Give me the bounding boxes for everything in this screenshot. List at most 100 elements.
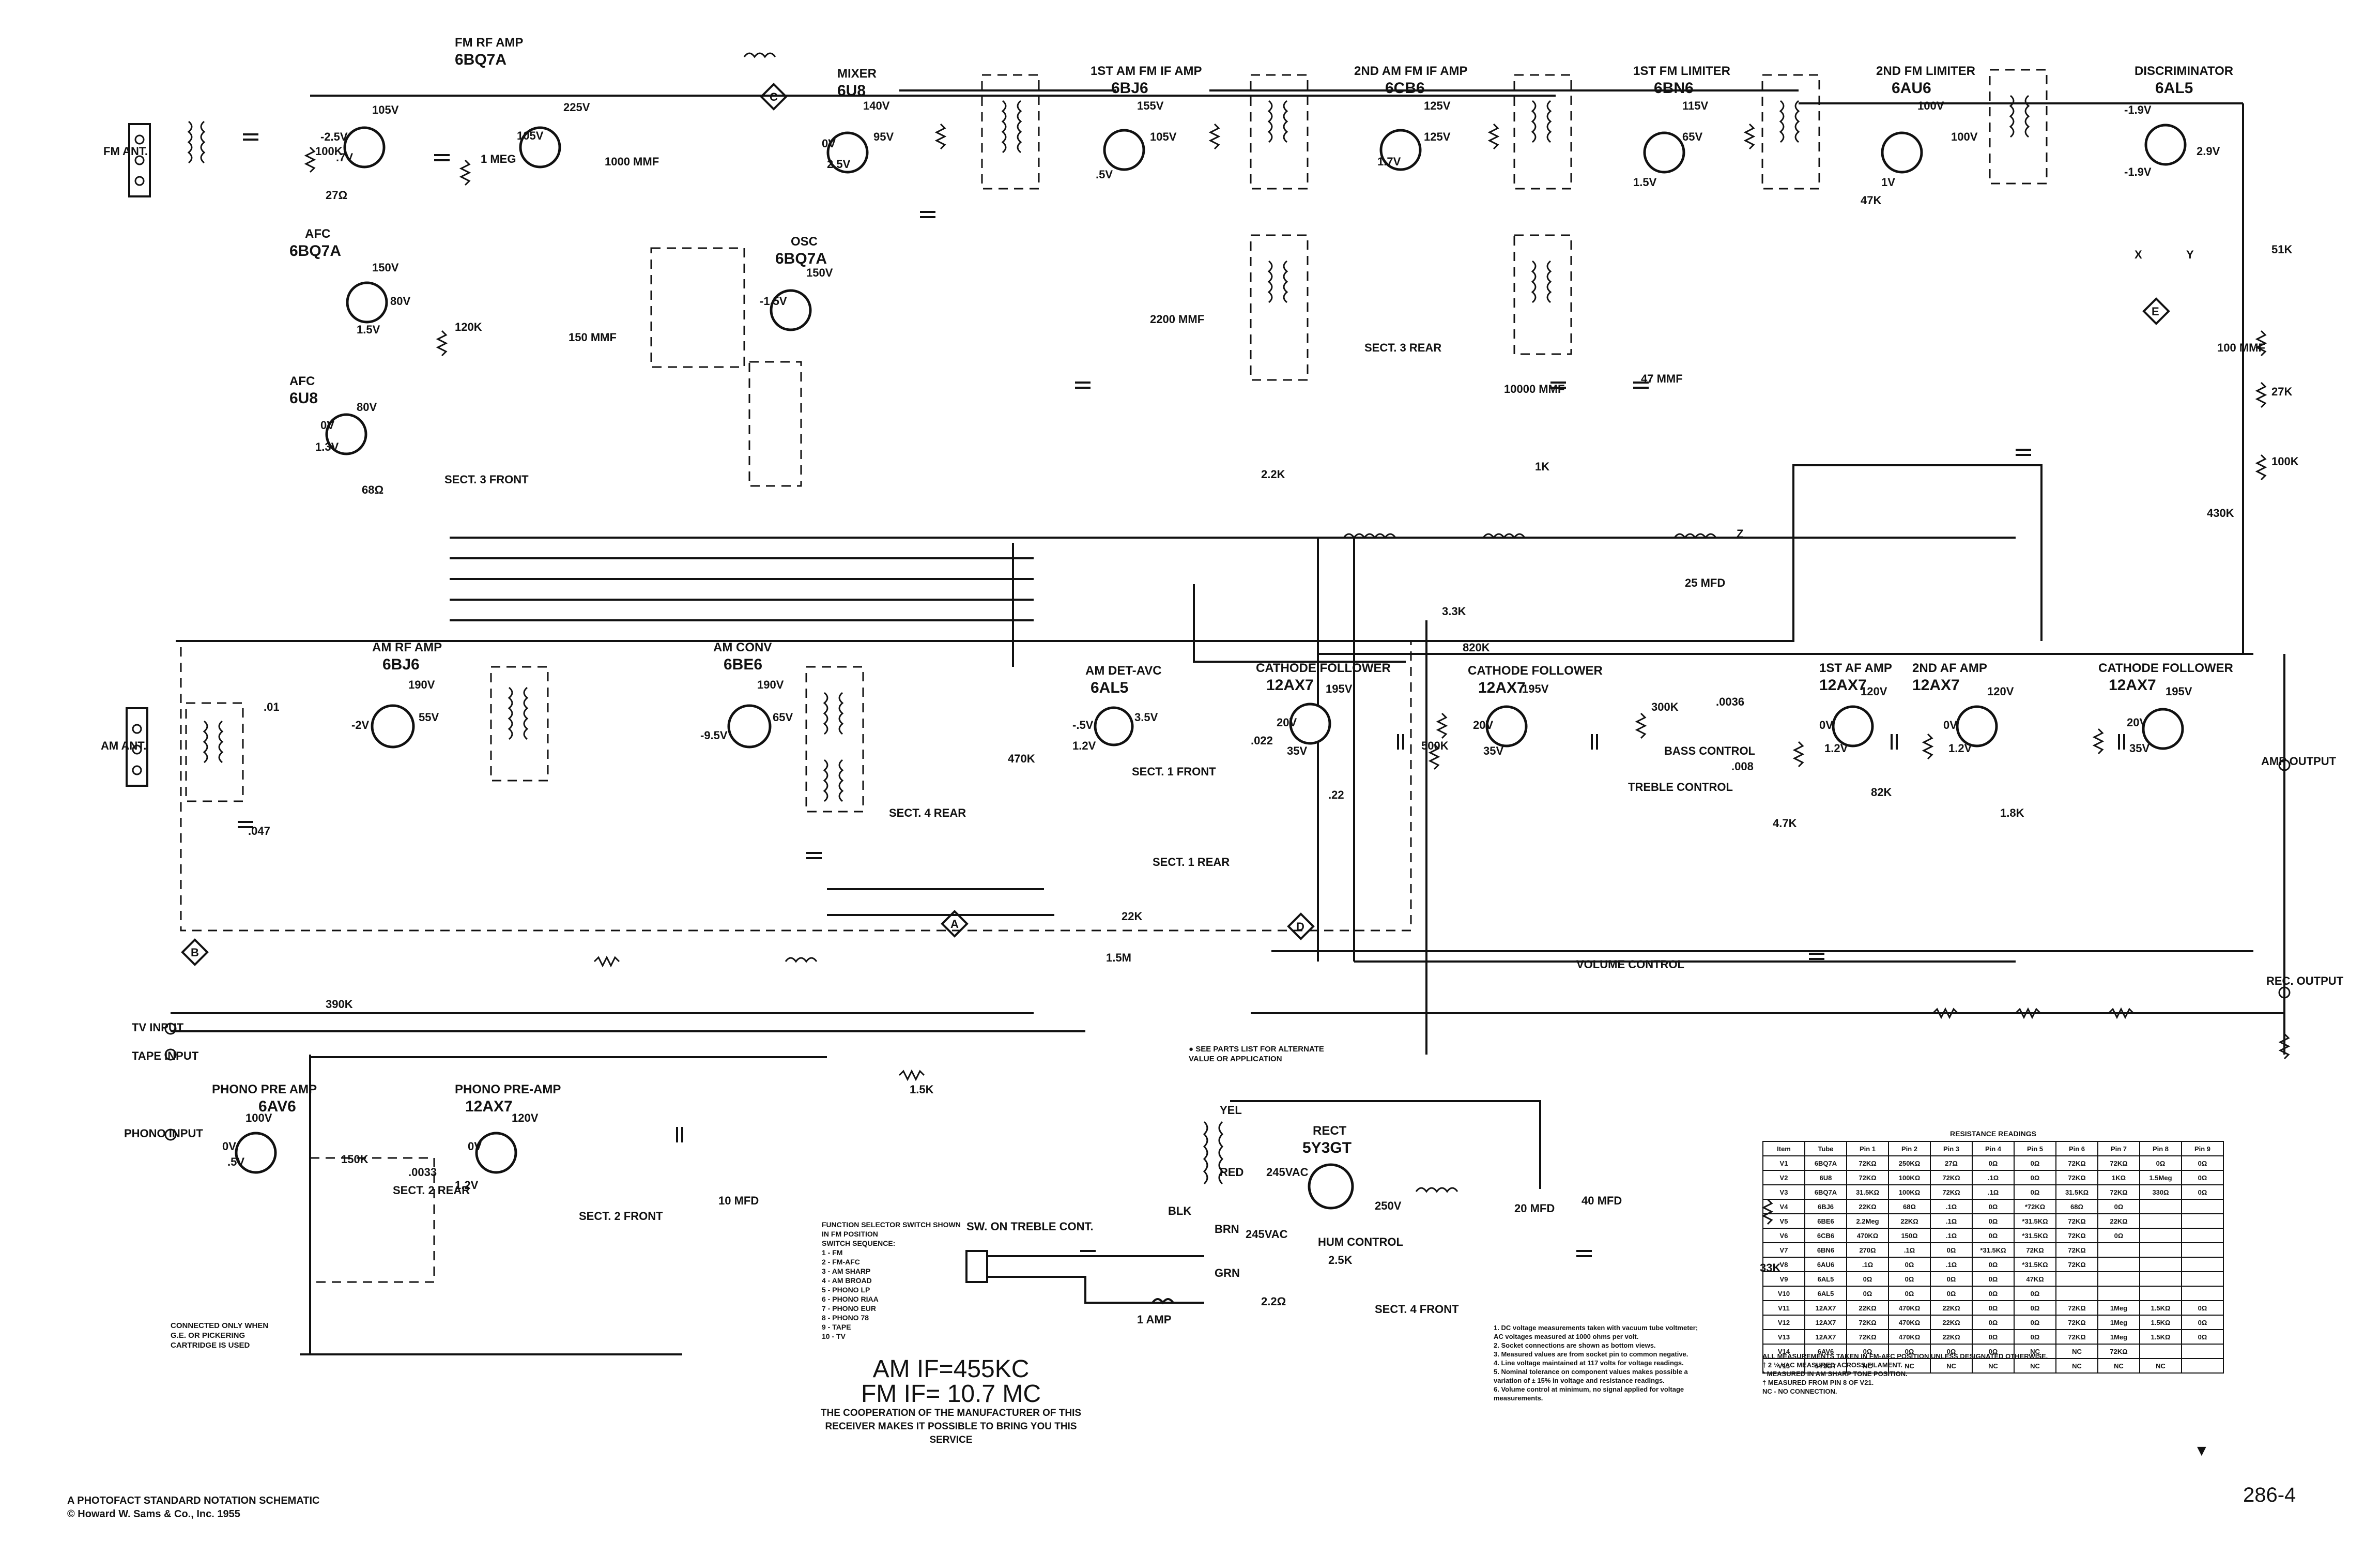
part-label: 100K [2271, 455, 2299, 468]
resistance-cell: 0Ω [1972, 1199, 2015, 1214]
resistance-header-cell: Pin 1 [1846, 1141, 1889, 1156]
part-label: 51K [2271, 243, 2292, 256]
part-label: 27K [2271, 385, 2292, 398]
phono-note-line: CONNECTED ONLY WHEN [171, 1321, 269, 1330]
volt-label: 35V [2129, 742, 2149, 755]
label-v16-func: 1ST AF AMP [1819, 661, 1892, 675]
volt-label: -2V [351, 719, 370, 731]
resistance-cell: NC [2014, 1344, 2056, 1359]
part-label: GRN [1215, 1267, 1240, 1279]
resistance-header-cell: Pin 2 [1888, 1141, 1931, 1156]
resistance-cell: 0Ω [1930, 1242, 1973, 1258]
func-title-line: IN FM POSITION [822, 1230, 878, 1238]
label-v19-type: 6AV6 [258, 1098, 296, 1115]
resistance-cell: V3 [1762, 1184, 1805, 1200]
resistance-cell: .1Ω [1930, 1228, 1973, 1243]
label-v1-func: FM RF AMP [455, 36, 523, 50]
resistance-cell [2139, 1257, 2182, 1272]
part-label: 1.5M [1106, 951, 1131, 964]
resistance-cell: 470KΩ [1888, 1315, 1931, 1330]
resistance-cell: V11 [1762, 1300, 1805, 1316]
func-position: 2 - FM-AFC [822, 1258, 860, 1266]
part-label: 100 MMF [2217, 341, 2265, 354]
tube-v14 [1289, 703, 1331, 745]
tube-labels: FM RF AMP 6BQ7A MIXER 6U8 1ST AM FM IF A… [212, 36, 2233, 1156]
tube-v19 [235, 1132, 277, 1174]
resistance-cell: 0Ω [1972, 1213, 2015, 1229]
resistance-cell [2139, 1199, 2182, 1214]
label-v2-type: 6U8 [837, 82, 866, 99]
volt-label: 1.7V [1377, 155, 1401, 168]
resistance-cell [2181, 1199, 2224, 1214]
svg-text:B: B [191, 946, 199, 959]
tape-input-label: TAPE INPUT [132, 1049, 199, 1062]
resistance-cell: .1Ω [1846, 1257, 1889, 1272]
volt-label: 100V [1917, 99, 1944, 112]
resistance-cell: 0Ω [1972, 1257, 2015, 1272]
cooperation-line1: THE COOPERATION OF THE MANUFACTURER OF T… [820, 1408, 1082, 1418]
switch-s7: SECT. 2 REAR [393, 1184, 470, 1197]
tube-v4 [1379, 129, 1422, 171]
resistance-cell: 6BN6 [1804, 1242, 1847, 1258]
page-number: 286-4 [2243, 1484, 2296, 1506]
voltage-note-line: variation of ± 15% in voltage and resist… [1494, 1377, 1665, 1384]
switch-s8: SECT. 4 FRONT [1375, 1303, 1459, 1316]
part-label: 1000 MMF [605, 155, 659, 168]
switch-labels: SECT. 1 FRONT SECT. 1 REAR SECT. 3 FRONT… [393, 341, 1459, 1316]
switch-s6: SECT. 2 FRONT [579, 1210, 663, 1223]
resistance-cell: 72KΩ [2055, 1155, 2098, 1171]
voltage-note-line: 5. Nominal tolerance on component values… [1494, 1368, 1688, 1376]
resistance-cell: *31.5KΩ [2014, 1257, 2056, 1272]
volt-label: 2.9V [2197, 145, 2220, 158]
func-position: 6 - PHONO RIAA [822, 1295, 879, 1303]
resistance-cell: 250KΩ [1888, 1155, 1931, 1171]
resistance-cell [2055, 1271, 2098, 1287]
resistance-cell: 6CB6 [1804, 1228, 1847, 1243]
resistance-cell: 31.5KΩ [1846, 1184, 1889, 1200]
phono-note: CONNECTED ONLY WHEN G.E. OR PICKERING CA… [171, 1321, 268, 1350]
node-b: B [181, 938, 209, 966]
svg-text:C: C [770, 90, 778, 103]
resistance-cell: 72KΩ [2055, 1329, 2098, 1345]
func-position: 4 - AM BROAD [822, 1276, 872, 1285]
volume-control-label: VOLUME CONTROL [1576, 958, 1684, 971]
part-label: 2.5K [1328, 1254, 1353, 1267]
part-label: 2.2Ω [1261, 1295, 1286, 1308]
svg-text:D: D [1296, 920, 1304, 933]
resistance-cell: 12AX7 [1804, 1300, 1847, 1316]
volt-label: 190V [408, 678, 435, 691]
label-v12-func: AM CONV [713, 640, 772, 654]
resistance-cell: *31.5KΩ [1972, 1242, 2015, 1258]
tube-v15 [1485, 705, 1528, 748]
resistance-cell [2181, 1257, 2224, 1272]
rec-output-label: REC. OUTPUT [2266, 974, 2344, 987]
tube-v11 [371, 704, 415, 749]
func-position: 9 - TAPE [822, 1323, 851, 1331]
node-x: X [2135, 248, 2142, 261]
func-title-line: SWITCH SEQUENCE: [822, 1239, 896, 1247]
label-v10-type: 6BQ7A [775, 250, 827, 267]
shield-outlines [180, 69, 2048, 1283]
volt-label: 20V [1473, 719, 1493, 731]
tube-v10 [770, 289, 812, 331]
resistance-cell [2097, 1271, 2140, 1287]
volt-label: 125V [1424, 99, 1451, 112]
tube-envelopes [235, 124, 2187, 1210]
part-label: 820K [1463, 641, 1490, 654]
resistance-cell: V9 [1762, 1271, 1805, 1287]
volt-label: -1.5V [760, 295, 787, 308]
resistance-cell: *31.5KΩ [2014, 1228, 2056, 1243]
volt-label: 0V [320, 419, 334, 432]
resistance-cell: .1Ω [1930, 1199, 1973, 1214]
func-position: 1 - FM [822, 1248, 843, 1257]
part-label: 470K [1008, 752, 1035, 765]
resistance-cell: 0Ω [1888, 1344, 1931, 1359]
tube-v9 [325, 413, 367, 455]
resistance-cell: 100KΩ [1888, 1170, 1931, 1185]
part-label: 82K [1871, 786, 1892, 799]
resistance-cell: NC [1972, 1358, 2015, 1374]
